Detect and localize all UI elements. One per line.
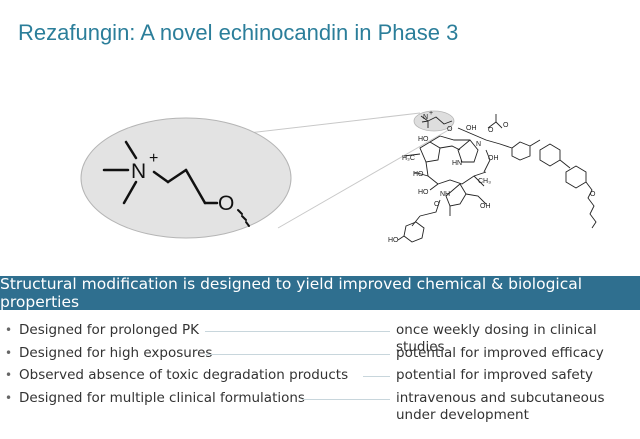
svg-text:O: O [447, 126, 453, 133]
bullet-row: • Designed for multiple clinical formula… [0, 390, 640, 430]
rezafungin-structure [397, 114, 597, 243]
connector-line [205, 331, 390, 332]
svg-text:OH: OH [480, 203, 491, 210]
molecule-atom-labels: N + O O O OH N HO H₃C HO HN CH₃ OH HO NH… [388, 110, 596, 244]
bullet-row: • Designed for prolonged PK once weekly … [0, 322, 640, 355]
svg-text:H₃C: H₃C [402, 155, 415, 162]
svg-text:HO: HO [418, 136, 429, 143]
bullet-text: Designed for prolonged PK [19, 322, 200, 338]
svg-text:O: O [503, 122, 509, 129]
connector-line [363, 376, 390, 377]
bullet-icon: • [5, 368, 13, 382]
bullet-icon: • [5, 390, 13, 405]
svg-text:CH₃: CH₃ [478, 178, 491, 185]
nitrogen-label: N [131, 160, 146, 183]
bullet-text: Designed for multiple clinical formulati… [19, 389, 305, 406]
bullet-text: Designed for high exposures [19, 344, 213, 361]
banner-text: Structural modification is designed to y… [0, 275, 583, 311]
svg-text:HO: HO [418, 189, 429, 196]
svg-text:NH: NH [440, 191, 450, 198]
svg-text:+: + [429, 110, 433, 117]
highlight-ellipse [413, 110, 455, 132]
connector-line [302, 398, 390, 400]
bullet-list: • Designed for prolonged PK once weekly … [0, 322, 640, 430]
svg-text:O: O [590, 191, 596, 198]
svg-text:N: N [476, 141, 481, 148]
svg-text:OH: OH [488, 155, 499, 162]
bullet-outcome: once weekly dosing in clinical studies [396, 322, 597, 355]
bullet-row: • Designed for high exposures potential … [0, 345, 640, 368]
zoom-line-bottom [277, 127, 453, 229]
zoom-ellipse [80, 117, 292, 239]
svg-text:O: O [434, 201, 440, 208]
charge-plus-label: + [149, 150, 158, 167]
svg-text:OH: OH [466, 125, 477, 132]
slide-title: Rezafungin: A novel echinocandin in Phas… [18, 20, 459, 45]
svg-text:O: O [488, 127, 494, 134]
connector-line [205, 353, 390, 355]
bullet-icon: • [5, 345, 13, 360]
oxygen-label: O [218, 192, 234, 215]
svg-text:HO: HO [413, 171, 424, 178]
trimethylammonium-ethoxy-group [102, 140, 250, 227]
bullet-outcome: intravenous and subcutaneous under devel… [396, 389, 605, 423]
banner: Structural modification is designed to y… [0, 275, 640, 311]
structure-figure: N + O N + [80, 110, 597, 244]
bullet-icon: • [5, 323, 13, 337]
svg-text:HO: HO [388, 237, 399, 244]
bullet-outcome: potential for improved safety [396, 367, 593, 383]
bullet-text: Observed absence of toxic degradation pr… [19, 367, 349, 383]
bullet-outcome: potential for improved efficacy [396, 344, 604, 361]
svg-text:N: N [423, 114, 428, 121]
bullet-row: • Observed absence of toxic degradation … [0, 367, 640, 390]
zoom-line-top [231, 112, 421, 136]
svg-text:HN: HN [452, 160, 462, 167]
